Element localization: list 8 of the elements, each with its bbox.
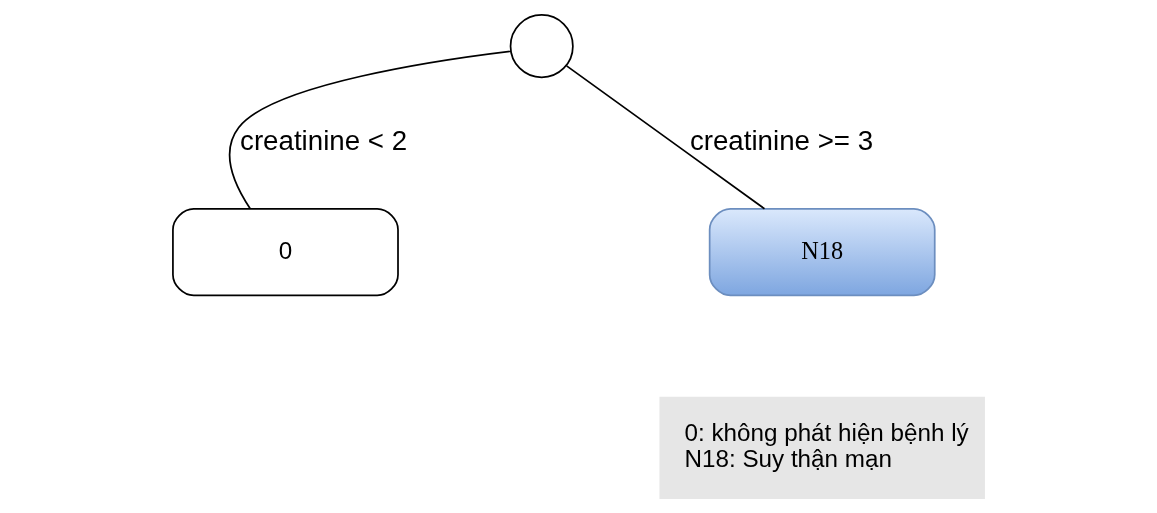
node-circle [509, 14, 574, 79]
edge-label: creatinine < 2 [240, 124, 408, 156]
node-box: 0 [172, 208, 399, 297]
node-box: 0: không phát hiện bệnh lý N18: Suy thận mạn [659, 396, 985, 499]
connector [565, 64, 766, 210]
connector [228, 50, 512, 210]
edge-label: creatinine >= 3 [689, 124, 874, 156]
node-box: N18 [708, 208, 936, 297]
